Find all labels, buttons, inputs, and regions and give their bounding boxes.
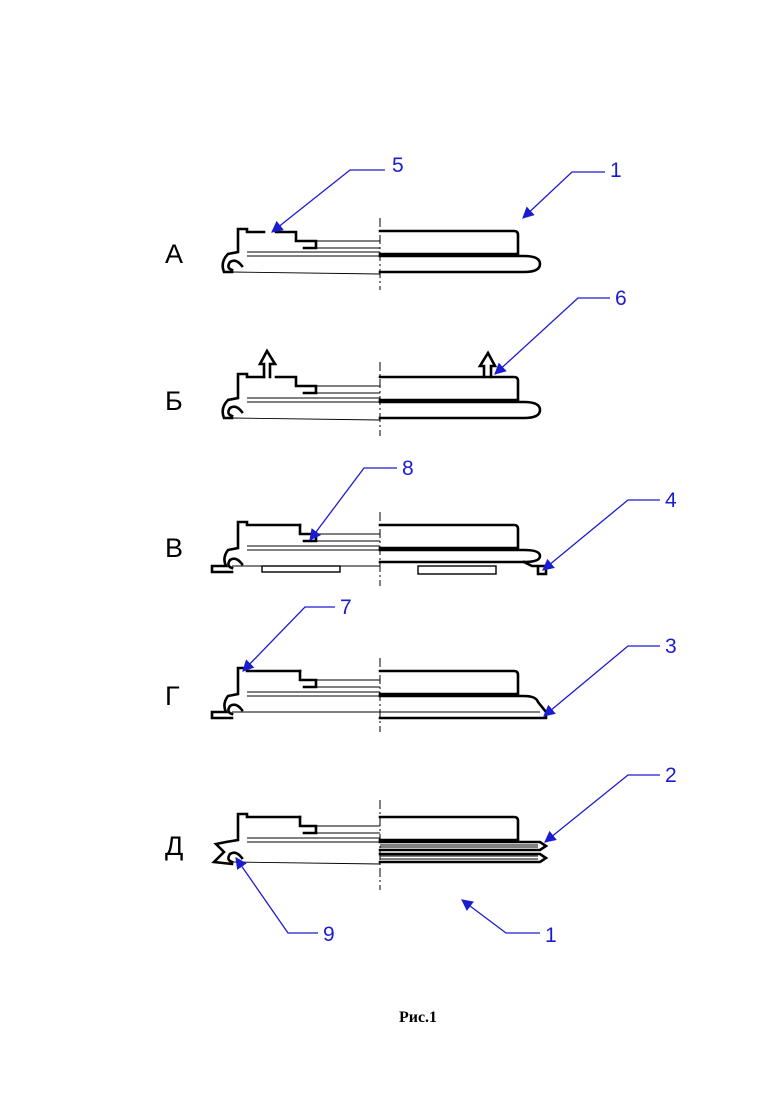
lid-section-v xyxy=(212,512,546,586)
lid-section-a xyxy=(223,218,540,290)
callout-number: 8 xyxy=(402,457,414,480)
variant-label-a: А xyxy=(165,239,183,269)
callout-number: 3 xyxy=(665,635,677,658)
callout-number: 1 xyxy=(610,159,622,182)
callout-number: 9 xyxy=(323,923,335,946)
variant-label-v: В xyxy=(165,533,183,563)
callout-number: 4 xyxy=(665,489,677,512)
variant-label-d: Д xyxy=(165,831,183,861)
callout-number: 7 xyxy=(340,596,352,619)
variant-d: Д 2 9 1 xyxy=(165,764,677,947)
variant-g: Г 7 3 xyxy=(165,596,677,732)
callout-1-bottom: 1 xyxy=(462,900,557,947)
variant-v: В 8 4 xyxy=(165,457,677,586)
callout-number: 5 xyxy=(392,154,404,177)
callout-9: 9 xyxy=(236,858,335,946)
callout-4: 4 xyxy=(543,489,677,570)
lid-section-b xyxy=(223,351,540,436)
callout-7: 7 xyxy=(243,596,352,671)
callout-number: 2 xyxy=(665,764,677,787)
variant-a: А 5 1 xyxy=(165,154,622,290)
variant-label-b: Б xyxy=(165,386,183,416)
callout-2: 2 xyxy=(545,764,677,842)
variant-b: Б 6 xyxy=(165,287,627,436)
lid-section-g xyxy=(212,658,546,732)
callout-number: 1 xyxy=(545,924,557,947)
callout-5: 5 xyxy=(272,154,404,232)
callout-3: 3 xyxy=(544,635,677,716)
lid-section-d xyxy=(214,800,546,890)
variant-label-g: Г xyxy=(165,681,180,711)
callout-1-top: 1 xyxy=(523,159,622,218)
callout-number: 6 xyxy=(615,287,627,310)
callout-8: 8 xyxy=(310,457,414,540)
figure-caption: Рис.1 xyxy=(399,1009,437,1026)
callout-6: 6 xyxy=(495,287,627,374)
